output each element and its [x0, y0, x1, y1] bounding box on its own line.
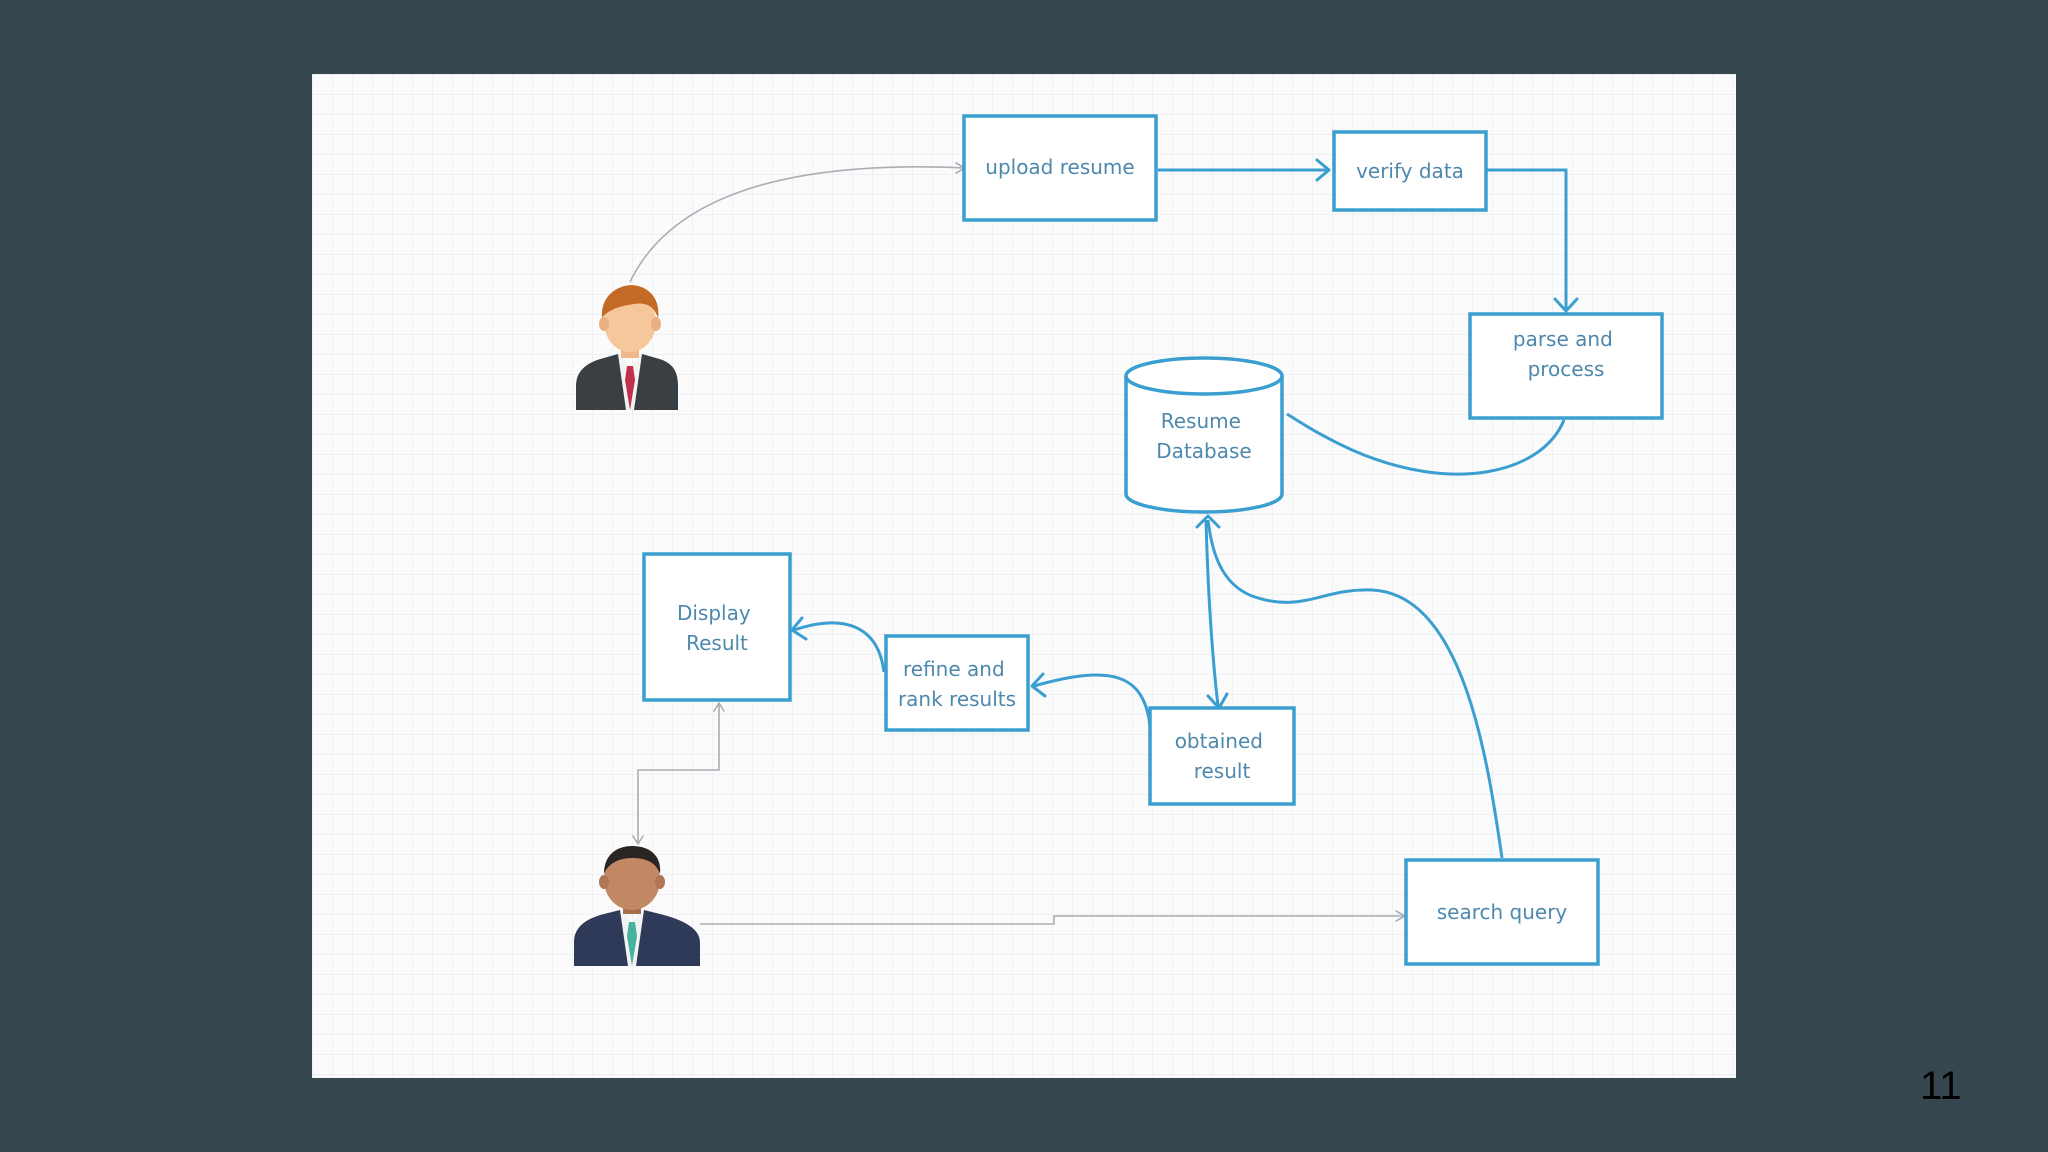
edge-searcher-to-search [700, 915, 1404, 925]
arrowhead-verify [1315, 158, 1331, 182]
node-search-query[interactable]: search query [1404, 858, 1600, 966]
label-line: Database [1156, 439, 1251, 463]
node-obtained-result-label: obtained result [1175, 729, 1270, 783]
node-display-result-label: Display Result [677, 601, 757, 655]
edge-obtained-to-refine [1033, 673, 1152, 727]
edge-verify-to-parse [1487, 168, 1568, 310]
label-line: process [1528, 357, 1605, 381]
person-icon [574, 846, 700, 966]
label-line: parse and [1513, 327, 1613, 351]
edge-parse-to-database [1286, 412, 1566, 476]
label-line: Result [686, 631, 748, 655]
flow-diagram: upload resume verify data parse and proc… [574, 114, 1664, 966]
node-refine-and-rank-label: refine and rank results [898, 657, 1016, 711]
label-line: rank results [898, 687, 1016, 711]
label-line: refine and [903, 657, 1005, 681]
edge-database-to-obtained [1204, 519, 1220, 707]
page-number: 11 [1920, 1064, 1962, 1108]
label-line: verify data [1356, 159, 1464, 183]
arrowhead-parse [1553, 297, 1579, 313]
node-verify-data[interactable]: verify data [1332, 130, 1488, 212]
label-line: obtained [1175, 729, 1263, 753]
edge-searcher-display [637, 704, 720, 842]
node-parse-and-process[interactable]: parse and process [1468, 312, 1664, 420]
node-upload-resume-label: upload resume [985, 155, 1134, 179]
arrowhead-display-top [713, 702, 725, 712]
node-resume-database-label: Resume Database [1156, 409, 1251, 463]
label-line: Resume [1161, 409, 1241, 433]
label-line: search query [1437, 900, 1568, 924]
edge-refine-to-display [793, 621, 886, 673]
arrowhead-searcher [632, 835, 644, 845]
node-parse-and-process-label: parse and process [1513, 327, 1619, 381]
diagram-canvas: upload resume verify data parse and proc… [312, 74, 1736, 1078]
label-line: upload resume [985, 155, 1134, 179]
node-search-query-label: search query [1437, 900, 1568, 924]
node-upload-resume[interactable]: upload resume [962, 114, 1158, 222]
node-resume-database[interactable]: Resume Database [1124, 356, 1284, 514]
label-line: Display [677, 601, 751, 625]
node-obtained-result[interactable]: obtained result [1148, 706, 1296, 806]
node-verify-data-label: verify data [1356, 159, 1464, 183]
node-refine-and-rank[interactable]: refine and rank results [884, 634, 1030, 732]
edge-uploader-to-upload [629, 166, 965, 283]
arrowhead-database-from-search [1195, 514, 1221, 529]
node-display-result[interactable]: Display Result [642, 552, 792, 702]
arrowhead-refine [1030, 672, 1047, 698]
arrowhead-display [790, 616, 808, 641]
edge-search-to-database [1206, 519, 1504, 859]
person-icon [576, 285, 678, 410]
label-line: result [1194, 759, 1251, 783]
